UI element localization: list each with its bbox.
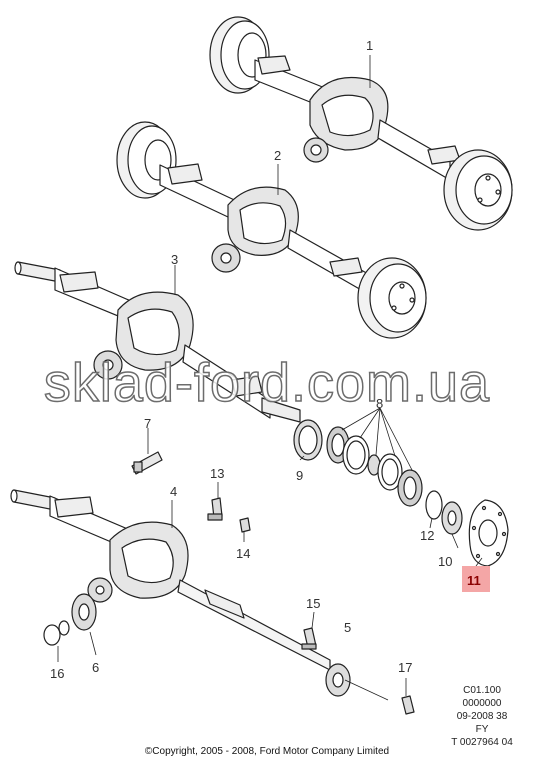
callout-labels: 1 2 3 4 5 6 7 8 9 10 11 12 13 14 15 16 1… bbox=[50, 38, 481, 681]
ref-line-3: 09-2008 38 bbox=[456, 711, 508, 722]
callout-16: 16 bbox=[50, 666, 64, 681]
rear-axle-assembly-4 bbox=[10, 489, 389, 701]
ref-line-2: 0000000 bbox=[462, 698, 502, 709]
pinion-flange-and-seal bbox=[43, 593, 97, 662]
callout-3: 3 bbox=[171, 252, 178, 267]
callout-11-highlight bbox=[462, 566, 490, 592]
rear-axle-assembly-2 bbox=[116, 121, 427, 339]
ref-line-5: T 0027964 04 bbox=[451, 737, 513, 748]
ref-line-1: C01.100 bbox=[463, 685, 501, 696]
reference-code-block: C01.100 0000000 09-2008 38 FY T 0027964 … bbox=[442, 684, 522, 749]
copyright-notice: ©Copyright, 2005 - 2008, Ford Motor Comp… bbox=[144, 746, 390, 757]
rear-axle-assembly-3 bbox=[14, 261, 301, 423]
ref-line-4: FY bbox=[475, 724, 489, 735]
callout-6: 6 bbox=[92, 660, 99, 675]
watermark: sklad-ford.com.ua bbox=[43, 352, 491, 414]
callout-10: 10 bbox=[438, 554, 452, 569]
callout-1: 1 bbox=[366, 38, 373, 53]
callout-9: 9 bbox=[296, 468, 303, 483]
callout-17: 17 bbox=[398, 660, 412, 675]
callout-2: 2 bbox=[274, 148, 281, 163]
callout-7: 7 bbox=[144, 416, 151, 431]
callout-8: 8 bbox=[376, 396, 383, 411]
callout-4: 4 bbox=[170, 484, 177, 499]
bearing-kit-parts bbox=[293, 407, 509, 567]
callout-11: 11 bbox=[467, 573, 481, 588]
rear-axle-assembly-1 bbox=[209, 16, 513, 231]
callout-12: 12 bbox=[420, 528, 434, 543]
callout-13: 13 bbox=[210, 466, 224, 481]
sealant-tube bbox=[131, 428, 163, 475]
fasteners bbox=[207, 455, 483, 715]
callout-14: 14 bbox=[236, 546, 250, 561]
callout-15: 15 bbox=[306, 596, 320, 611]
callout-5: 5 bbox=[344, 620, 351, 635]
